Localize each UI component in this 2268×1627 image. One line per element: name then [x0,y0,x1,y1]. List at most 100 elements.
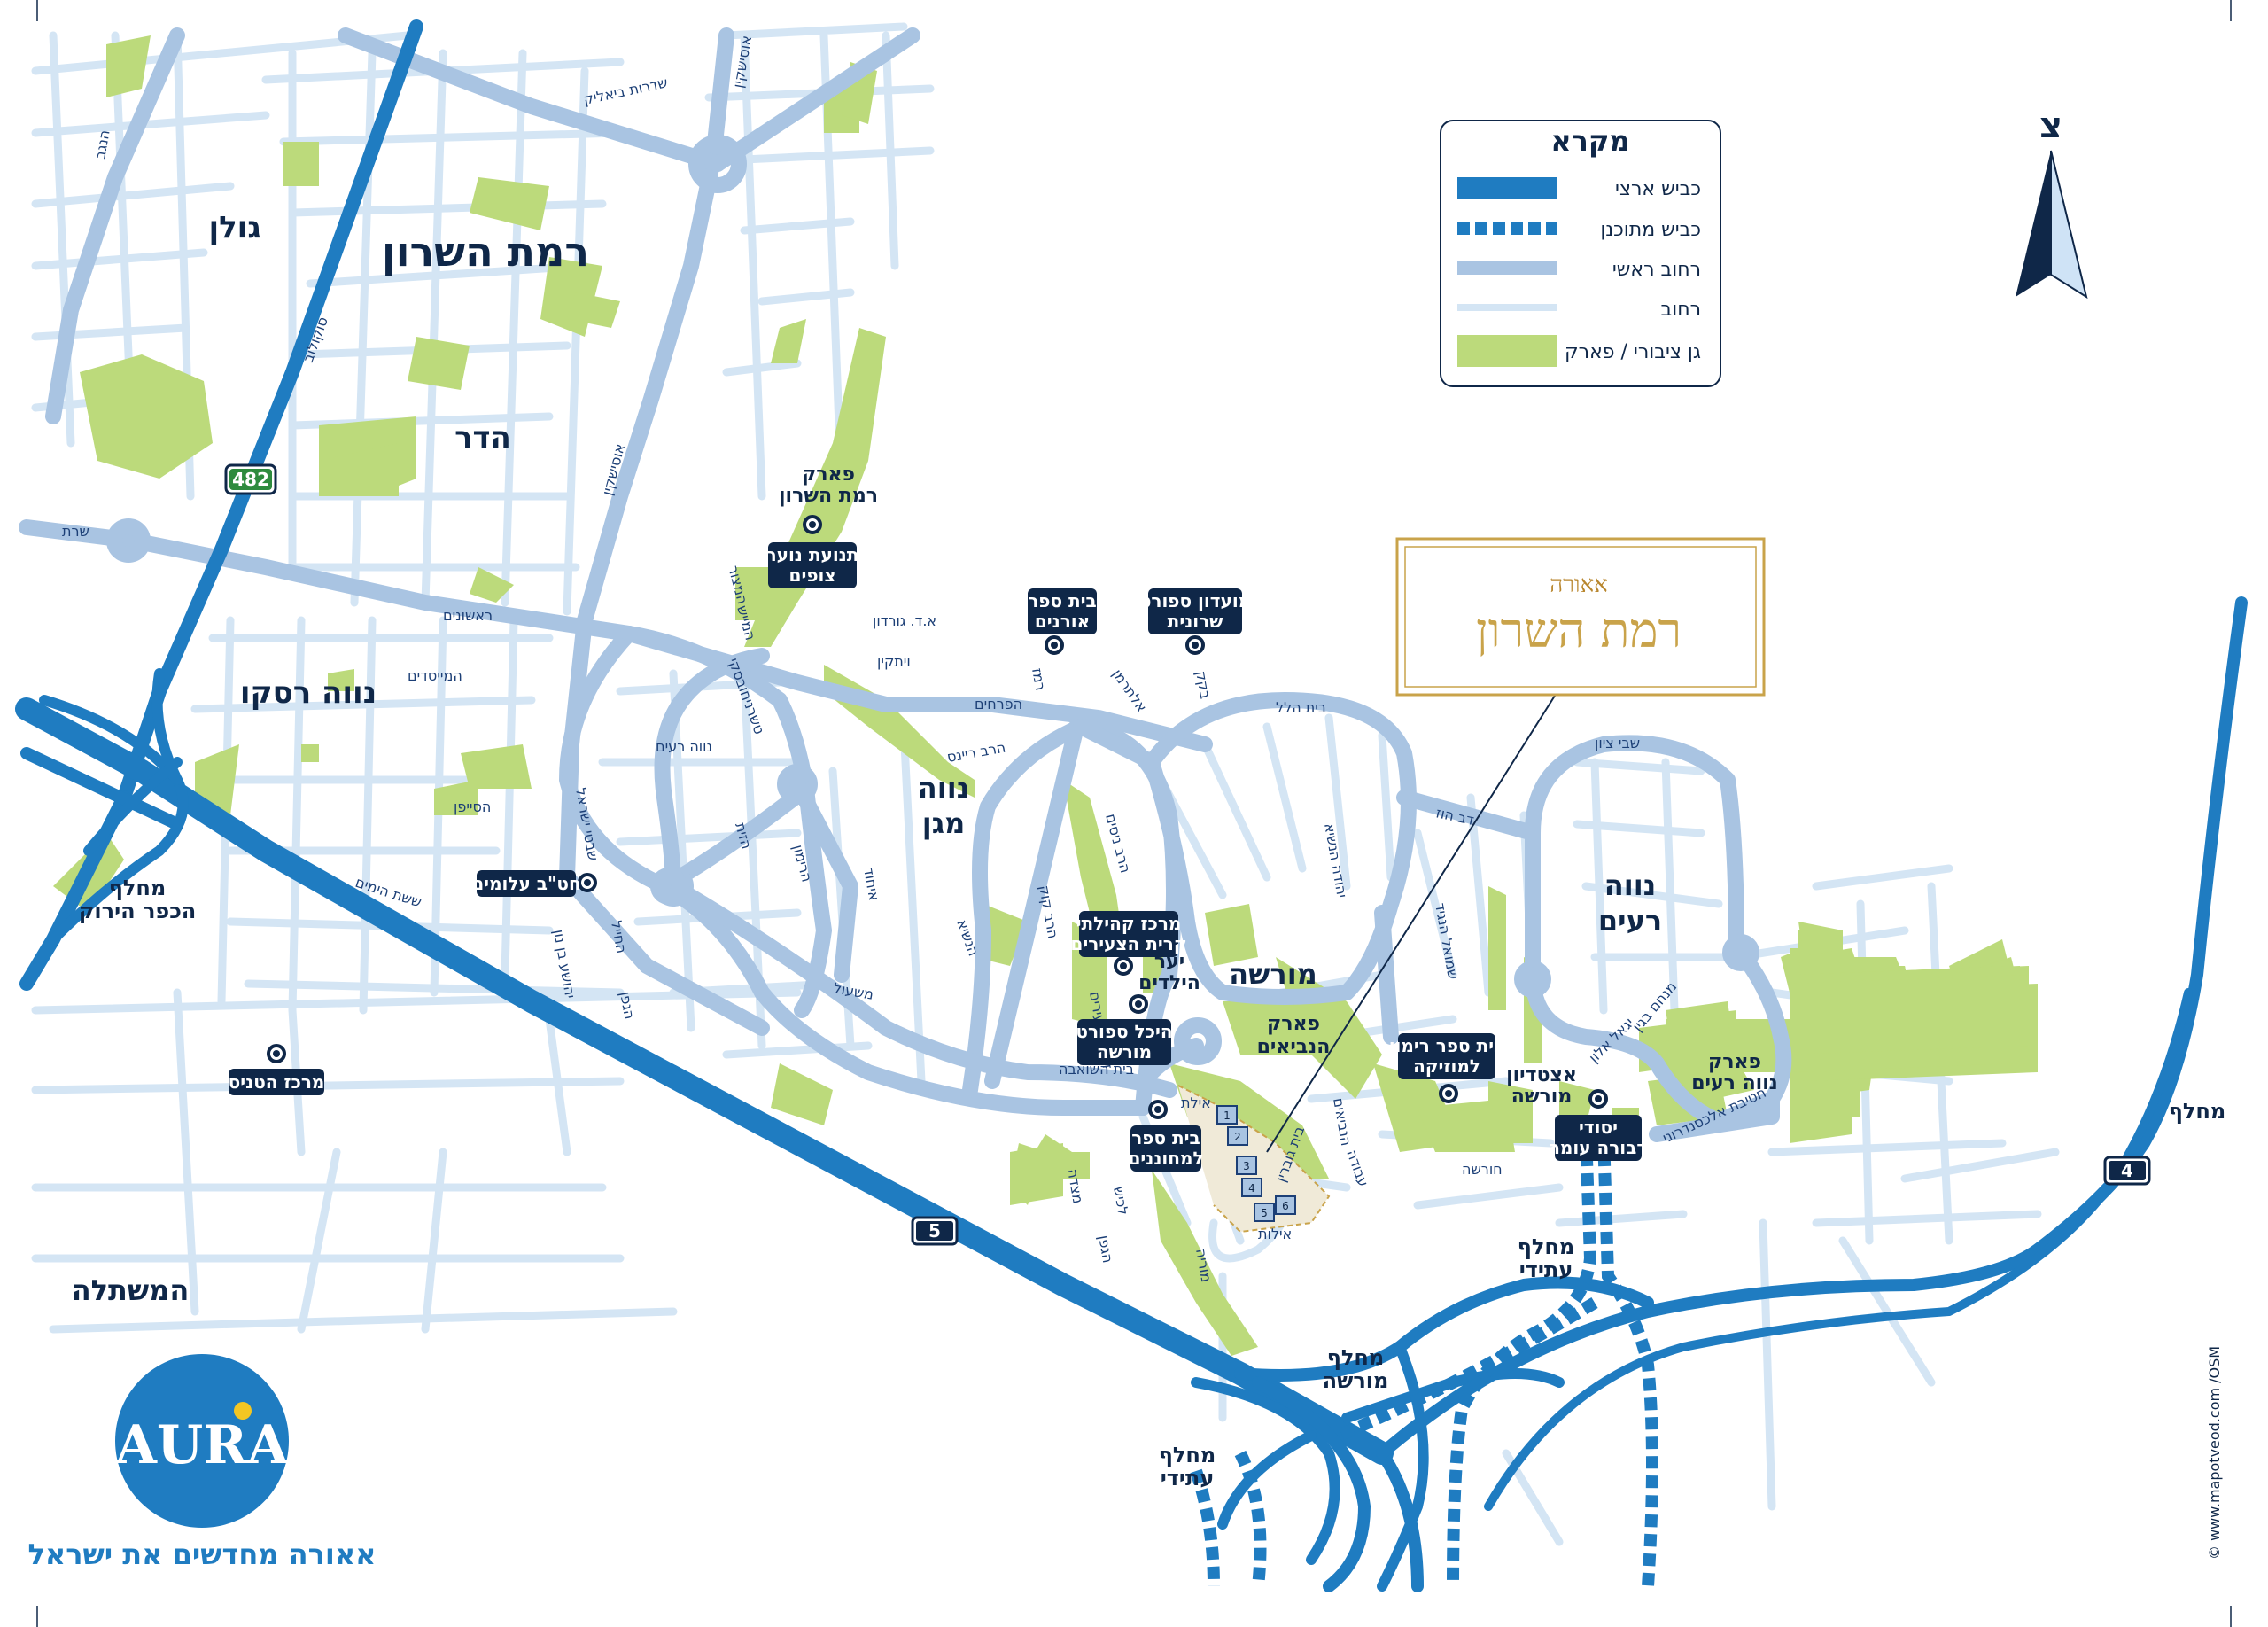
svg-text:יסודי: יסודי [1579,1117,1618,1138]
road-shields: 482 5 4 [224,463,2151,1246]
street-bnei-zion: שבי ציון [1595,735,1640,751]
label-ramat-hasharon: רמת השרון [382,228,589,276]
label-stadium-1: אצטדיון [1506,1064,1577,1086]
label-neve-reim-2: רעים [1598,904,1662,938]
parks [53,35,2038,1356]
interchange-labels: מחלף הכפר הירוק מחלף עתידי מחלף מורשה מח… [79,876,2226,1491]
legend-swatch-main [1457,261,1557,275]
svg-text:תנועת נוער: תנועת נוער [766,544,859,565]
main-streets [19,27,1792,1142]
svg-text:בית ספר רימון: בית ספר רימון [1389,1035,1505,1056]
street-hameyasdim: המייסדים [408,667,462,684]
north-label: צ [2039,105,2062,146]
neighborhood-labels: רמת השרון גולן הדר נווה רסקו נווה מגן מו… [72,210,1662,1307]
label-interchange-kfar-1: מחלף [109,876,167,900]
street-ayalot: אילות [1258,1226,1292,1242]
project-label-line2: רמת השרון [1476,603,1682,658]
svg-text:בית ספר: בית ספר [1028,590,1097,611]
label-hamishtala: המשתלה [72,1273,190,1307]
svg-text:5: 5 [1261,1207,1268,1219]
svg-text:אורנים: אורנים [1035,611,1090,632]
legend-title: מקרא [1550,124,1629,158]
poi-community-center: מרכז קהילתי קרית הצעירים [1070,911,1187,957]
poi-tnuat-noar: תנועת נוער צופים [766,542,859,588]
svg-text:צופים: צופים [789,564,836,586]
road-482-label: 482 [232,469,269,490]
poi-alumim: חט"ב עלומים [471,870,581,897]
legend: מקרא כביש ארצי כביש מתוכנן רחוב ראשי רחו… [1440,120,1721,387]
legend-swatch-street [1457,304,1557,311]
road-4-label: 4 [2121,1160,2133,1181]
project-label-line1: אאורה [1550,572,1608,598]
poi-sport-club: מועדון ספורט שרונית [1139,588,1251,634]
label-interchange-kfar-2: הכפר הירוק [79,899,197,923]
svg-text:1: 1 [1223,1109,1231,1122]
legend-item-main: רחוב ראשי [1612,259,1701,281]
planned-roads [1190,1133,1658,1587]
north-arrow-icon: צ [2016,105,2088,300]
svg-text:היכל ספורט: היכל ספורט [1076,1021,1172,1042]
poi-markers [267,515,1608,1119]
label-neve-rasko: נווה רסקו [240,675,377,711]
label-interchange-future1-2: עתידי [1519,1257,1573,1282]
road-shield-482: 482 [224,463,277,495]
road-shield-4: 4 [2103,1156,2151,1186]
svg-text:קרית הצעירים: קרית הצעירים [1070,933,1186,954]
label-neve-reim-park-1: פארק [1708,1051,1761,1073]
label-yaar-2: הילדים [1138,972,1200,994]
legend-item-park: גן ציבורי / פארק [1565,341,1701,363]
svg-text:מורשה: מורשה [1097,1041,1152,1063]
street-eilat: אילת [1181,1094,1211,1111]
legend-item-street: רחוב [1660,299,1701,321]
svg-text:מרכז הטניס: מרכז הטניס [229,1071,325,1093]
label-neve-reim-1: נווה [1604,868,1656,902]
label-neviim-2: הנביאים [1257,1036,1331,1058]
street-rishonim: ראשונים [443,607,493,624]
legend-item-national: כביש ארצי [1615,178,1701,200]
label-morasha: מורשה [1229,957,1317,991]
poi-yesodi-dvora-omer: יסודי דבורה עומר [1550,1115,1647,1161]
street-neve-reim: נווה רעים [656,738,712,755]
label-stadium-2: מורשה [1511,1086,1573,1108]
street-horesh: חורשה [1462,1161,1503,1178]
poi-badges: תנועת נוער צופים בית ספר אורנים מועדון ס… [229,542,1647,1172]
street-sharet: שרת [62,523,89,540]
street-ad-gordon: א.ד. גורדון [873,612,936,629]
svg-text:בית ספר: בית ספר [1131,1127,1200,1148]
svg-text:3: 3 [1243,1160,1250,1172]
label-interchange-morasha-2: מורשה [1323,1368,1389,1393]
legend-item-planned: כביש מתוכנן [1600,219,1701,241]
label-interchange-east: מחלף [2169,1099,2226,1124]
svg-text:2: 2 [1234,1131,1241,1143]
label-interchange-morasha-1: מחלף [1327,1345,1385,1370]
svg-text:שרונית: שרונית [1168,611,1223,632]
street-haseifan: הסייפן [454,798,491,815]
svg-text:מועדון ספורט: מועדון ספורט [1139,590,1251,611]
poi-gifted-school: בית ספר למחוננים [1128,1125,1204,1172]
label-golan: גולן [208,210,260,245]
street-yitkin: ויתקין [877,653,911,670]
svg-text:למוזיקה: למוזיקה [1413,1055,1480,1077]
label-park-ramat-hasharon-2: רמת השרון [779,485,878,507]
poi-music-school: בית ספר רימון למוזיקה [1389,1033,1505,1079]
poi-oranim-school: בית ספר אורנים [1028,588,1097,634]
svg-text:6: 6 [1282,1200,1289,1212]
poi-sport-hall: היכל ספורט מורשה [1076,1019,1173,1065]
project-buildings: 123 456 [1177,1085,1331,1234]
svg-text:מרכז קהילתי: מרכז קהילתי [1076,913,1182,934]
road-shield-5: 5 [911,1216,959,1246]
svg-text:למחוננים: למחוננים [1128,1148,1203,1169]
aura-logo: AURA [114,1354,290,1528]
label-neve-magen-1: נווה [918,771,969,805]
legend-swatch-park [1457,335,1557,367]
street-ramez: רמז [1029,666,1049,691]
label-hadar: הדר [454,420,511,455]
park-labels: פארק רמת השרון יער הילדים פארק הנביאים פ… [779,463,1778,1108]
label-neve-reim-park-2: נווה רעים [1691,1072,1778,1094]
label-park-ramat-hasharon-1: פארק [802,463,855,486]
brand-tagline: אאורה מחדשים את ישראל [28,1537,377,1571]
poi-tennis-center: מרכז הטניס [229,1069,325,1095]
legend-swatch-national [1457,177,1557,199]
logo-text: AURA [114,1414,290,1476]
